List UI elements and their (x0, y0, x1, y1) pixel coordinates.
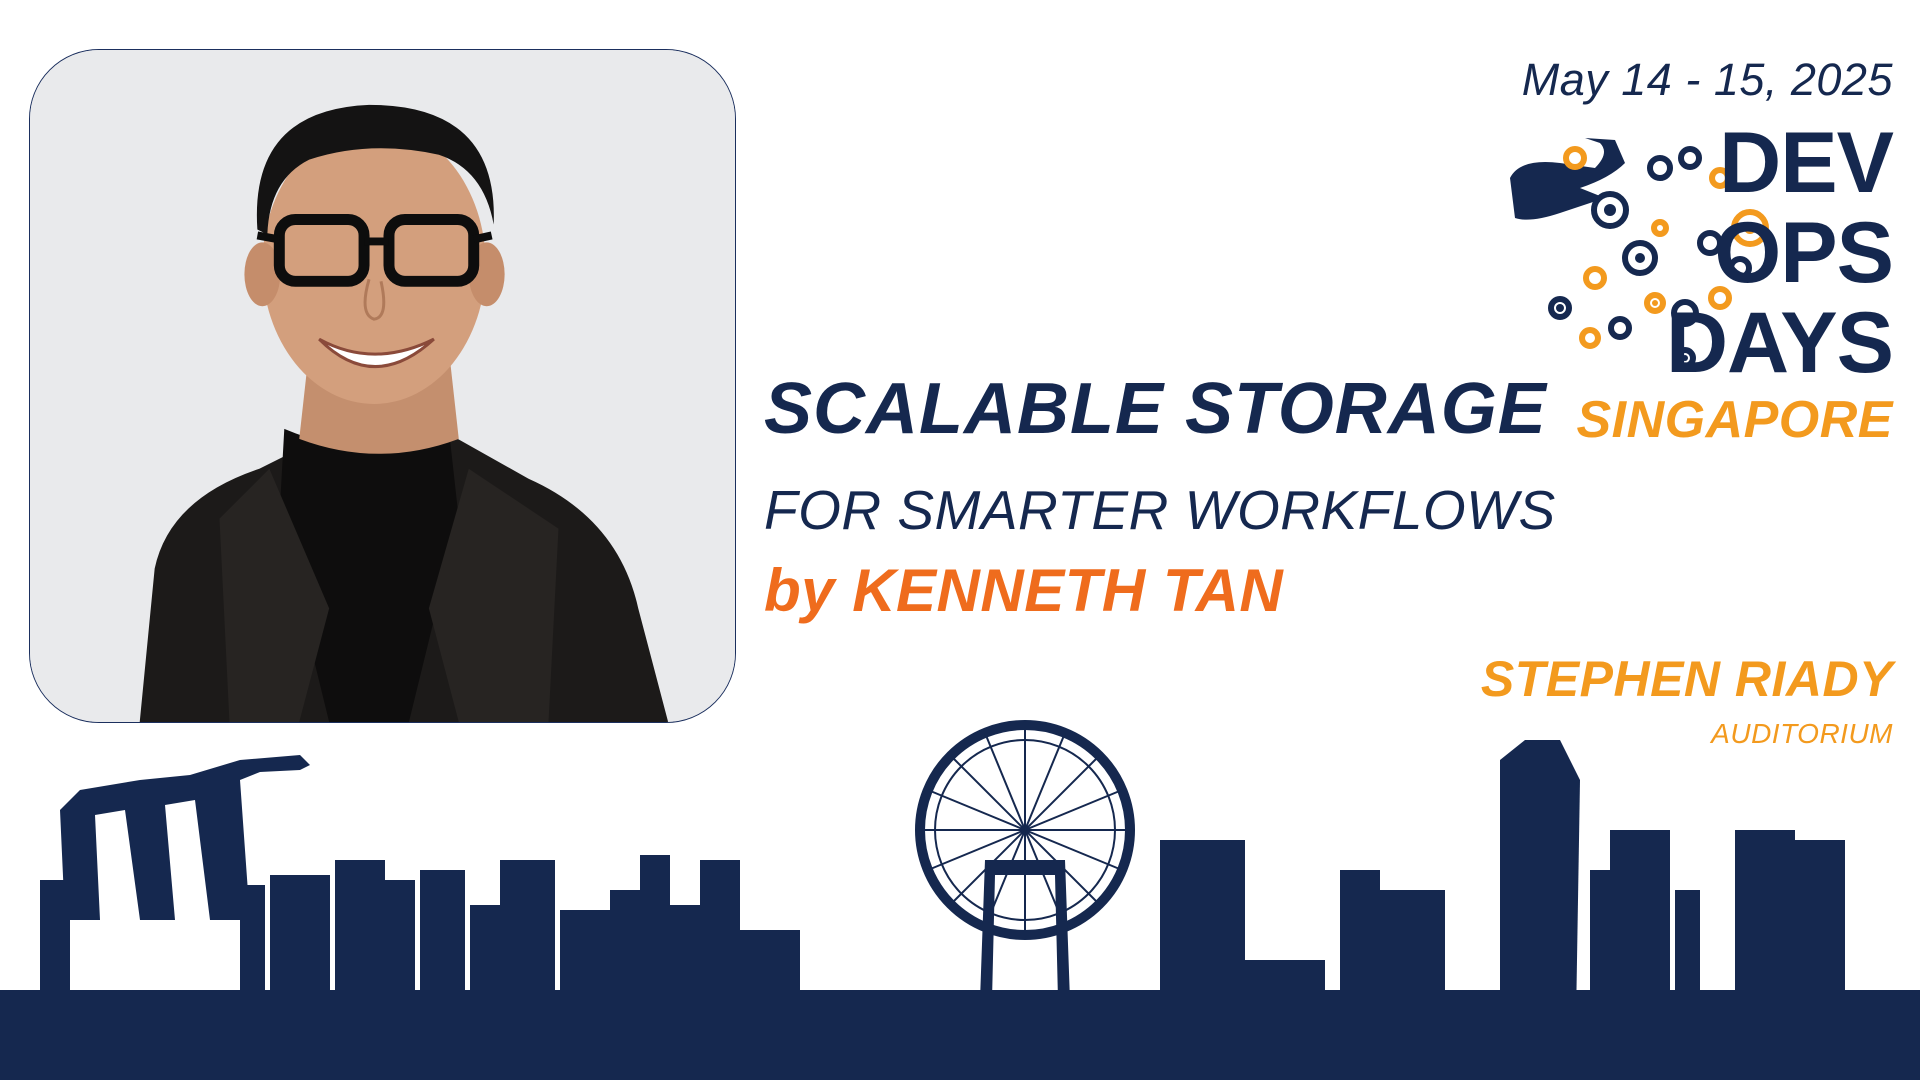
logo-city: SINGAPORE (1576, 391, 1893, 449)
logo-word-days: DAYS (1665, 295, 1894, 391)
speaker-name: by KENNETH TAN (764, 557, 1284, 624)
talk-title-line2: FOR SMARTER WORKFLOWS (764, 479, 1556, 541)
singapore-skyline-illustration (0, 720, 1920, 1080)
speaker-photo (29, 49, 736, 723)
devopsdays-logo-graphic (1510, 138, 1769, 369)
talk-title-line1: SCALABLE STORAGE (764, 369, 1547, 449)
event-date: May 14 - 15, 2025 (1521, 54, 1893, 105)
logo-word-dev: DEV (1719, 115, 1894, 211)
logo-word-ops: OPS (1714, 205, 1894, 301)
venue-subtitle: AUDITORIUM (1711, 718, 1893, 749)
speaker-portrait-illustration (30, 50, 735, 722)
venue-name: STEPHEN RIADY (1480, 651, 1893, 707)
